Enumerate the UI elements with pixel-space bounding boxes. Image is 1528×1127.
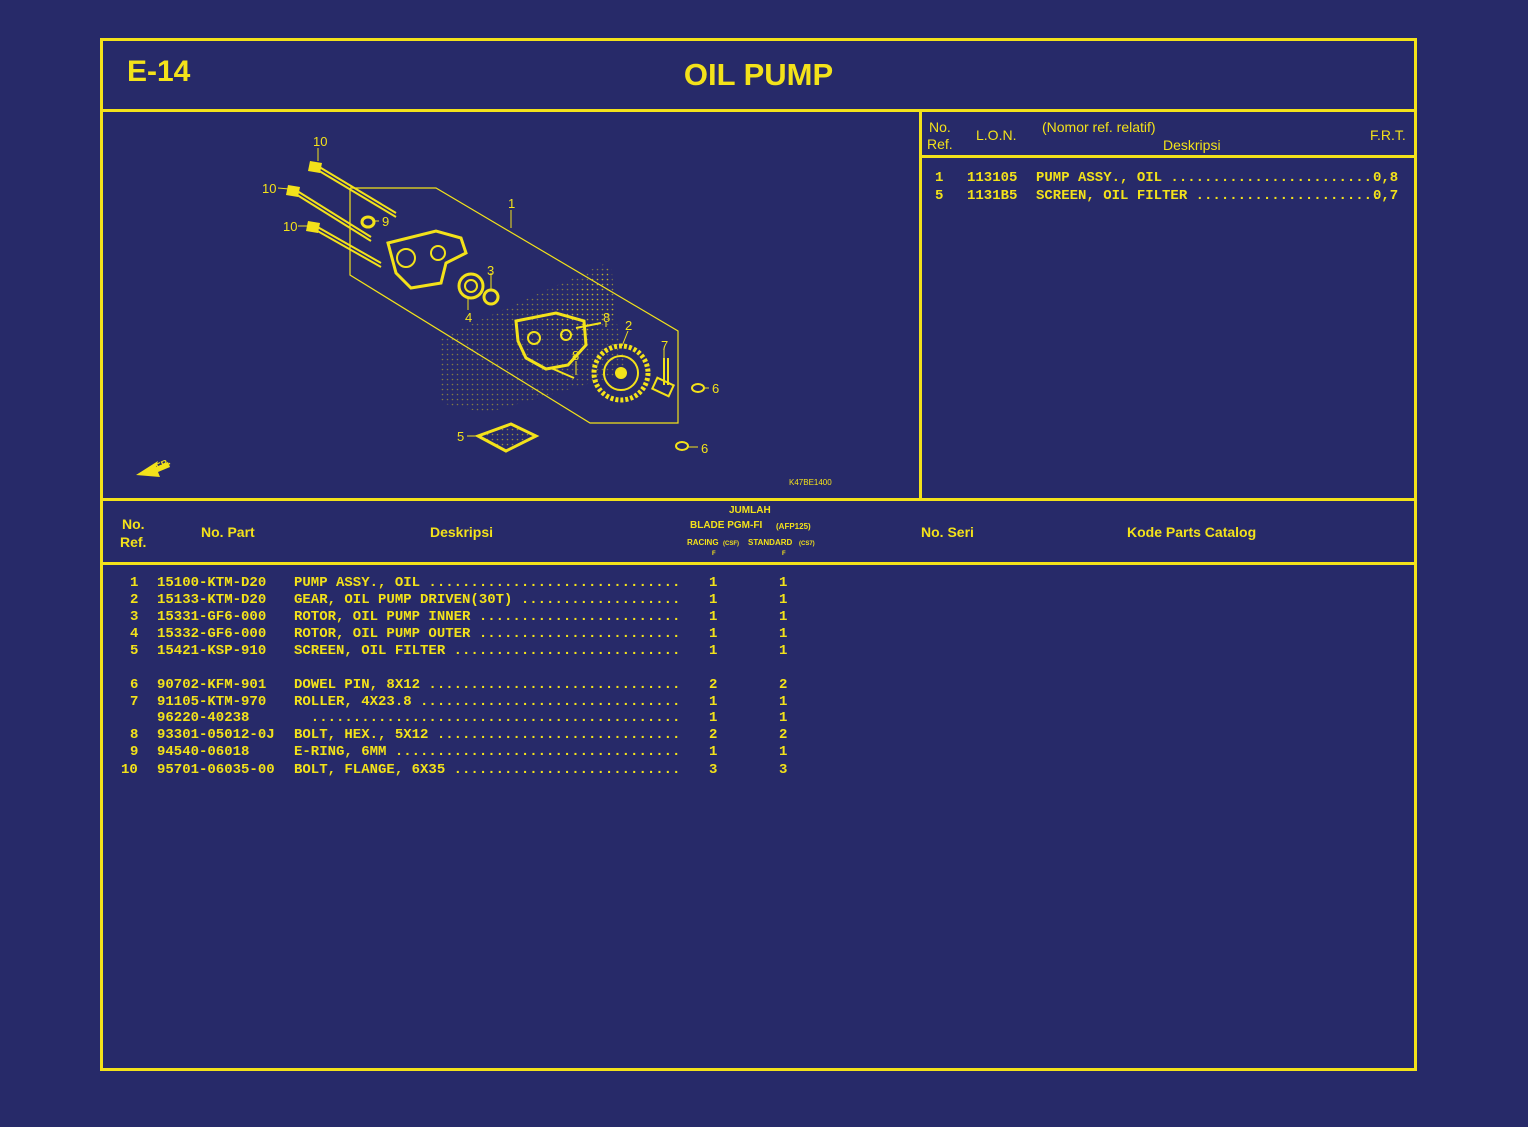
frt-header-divider	[922, 155, 1414, 158]
callout-4: 4	[465, 310, 473, 325]
table-row: 3 15331-GF6-000 ROTOR, OIL PUMP INNER ..…	[130, 609, 788, 625]
diagram-divider	[919, 109, 922, 498]
oil-pump-drawing	[136, 148, 709, 477]
callout-10: 10	[313, 134, 328, 149]
exploded-diagram: 10 10 10 9 1 3 4 8 2 8 7 6 6 5 FR. K47BE…	[106, 113, 921, 498]
parts-section-divider	[103, 498, 1414, 501]
callout-2: 2	[625, 318, 633, 333]
parts-header-catalog: Kode Parts Catalog	[1127, 524, 1257, 540]
table-row: 2 15133-KTM-D20 GEAR, OIL PUMP DRIVEN(30…	[130, 592, 788, 608]
callout-8: 8	[603, 310, 611, 325]
frt-header-ref: Ref.	[927, 136, 953, 152]
callout-6: 6	[701, 441, 709, 456]
parts-header-standard: STANDARD	[748, 538, 793, 547]
callout-7: 7	[661, 338, 669, 353]
catalog-page-frame: E-14 OIL PUMP	[100, 38, 1417, 1071]
parts-header-mark-standard: F	[782, 551, 786, 557]
parts-header-qty: JUMLAH	[729, 505, 771, 516]
callout-5: 5	[457, 429, 465, 444]
parts-header-model: BLADE PGM-FI	[690, 520, 763, 531]
table-row: 4 15332-GF6-000 ROTOR, OIL PUMP OUTER ..…	[130, 626, 788, 642]
callout-10: 10	[262, 181, 277, 196]
title-divider	[103, 109, 1414, 112]
table-row: 5 15421-KSP-910 SCREEN, OIL FILTER .....…	[130, 643, 788, 659]
table-row: 9 94540-06018 E-RING, 6MM ..............…	[130, 744, 788, 760]
figure-code: K47BE1400	[789, 478, 832, 487]
table-row: 96220-40238 ............................…	[157, 710, 788, 726]
callout-8: 8	[572, 348, 580, 363]
page-title: OIL PUMP	[683, 57, 834, 92]
parts-header-part: No. Part	[201, 524, 255, 540]
frt-row: 5 1131B5 SCREEN, OIL FILTER ............…	[935, 188, 1399, 204]
parts-header-desc: Deskripsi	[430, 524, 494, 540]
callout-10: 10	[283, 219, 298, 234]
table-row: 10 95701-06035-00 BOLT, FLANGE, 6X35 ...…	[121, 762, 788, 778]
callout-9: 9	[382, 214, 390, 229]
parts-header-model-code: (AFP125)	[776, 522, 811, 531]
frt-header-no: No.	[929, 119, 951, 135]
parts-header-serial: No. Seri	[921, 524, 974, 540]
parts-header-mark-racing: F	[712, 551, 716, 557]
frt-header-relative: (Nomor ref. relatif)	[1042, 119, 1156, 135]
table-row: 8 93301-05012-0J BOLT, HEX., 5X12 ......…	[130, 727, 788, 743]
frt-header-desc: Deskripsi	[1163, 137, 1221, 153]
table-row: 7 91105-KTM-970 ROLLER, 4X23.8 .........…	[130, 694, 788, 710]
frt-row: 1 113105 PUMP ASSY., OIL ...............…	[935, 170, 1399, 186]
callout-1: 1	[508, 196, 516, 211]
parts-header-racing: RACING	[687, 538, 719, 547]
parts-header-racing-code: (CSF)	[723, 541, 739, 547]
parts-header-standard-code: (CS7)	[799, 541, 815, 547]
section-code: E-14	[127, 55, 191, 88]
table-row: 6 90702-KFM-901 DOWEL PIN, 8X12 ........…	[130, 677, 788, 693]
frt-header-frt: F.R.T.	[1370, 127, 1406, 143]
parts-header-ref: Ref.	[120, 534, 147, 550]
parts-header-no: No.	[122, 516, 145, 532]
callout-6: 6	[712, 381, 720, 396]
parts-header-divider	[103, 562, 1414, 565]
table-row: 1 15100-KTM-D20 PUMP ASSY., OIL ........…	[130, 575, 788, 591]
callout-3: 3	[487, 263, 495, 278]
frt-header-lon: L.O.N.	[976, 127, 1017, 143]
